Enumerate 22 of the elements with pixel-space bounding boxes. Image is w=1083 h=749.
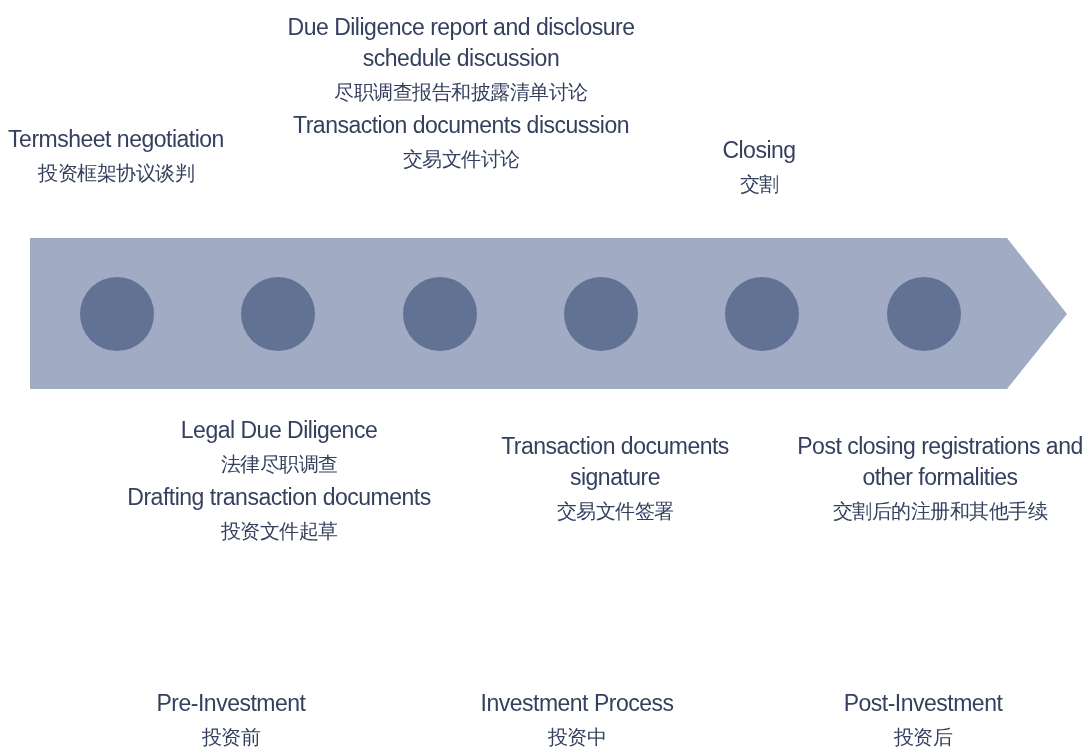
step-label: Transaction documents signature <box>500 432 730 492</box>
step-label-chinese: 投资文件起草 <box>219 519 339 544</box>
phase-label-chinese: 投资后 <box>892 725 954 749</box>
step-label: Post closing registrations and other formalities <box>796 432 1083 492</box>
step-label-chinese: 法律尽职调查 <box>219 452 339 477</box>
step-label-chinese: 交割后的注册和其他手续 <box>831 499 1049 524</box>
phase-label-chinese: 投资中 <box>546 725 608 749</box>
step-label: Legal Due Diligence <box>179 416 379 445</box>
step-label: Drafting transaction documents <box>126 483 432 512</box>
step-label-chinese: 投资框架协议谈判 <box>37 161 195 186</box>
step-label: Termsheet negotiation <box>7 125 225 154</box>
step-label-chinese: 交易文件签署 <box>555 499 675 524</box>
step-label-chinese: 交割 <box>738 172 780 197</box>
step-label-chinese: 尽职调查报告和披露清单讨论 <box>333 80 589 105</box>
step-label: Transaction documents discussion <box>292 111 630 140</box>
phase-label: Post-Investment <box>842 689 1004 718</box>
step-label: Closing <box>721 136 797 165</box>
phase-label: Pre-Investment <box>155 689 307 718</box>
phase-label-chinese: 投资前 <box>200 725 262 749</box>
step-label-chinese: 交易文件讨论 <box>401 147 521 172</box>
phase-label: Investment Process <box>479 689 675 718</box>
step-label: Due Diligence report and disclosure schedule discussion <box>286 13 636 73</box>
